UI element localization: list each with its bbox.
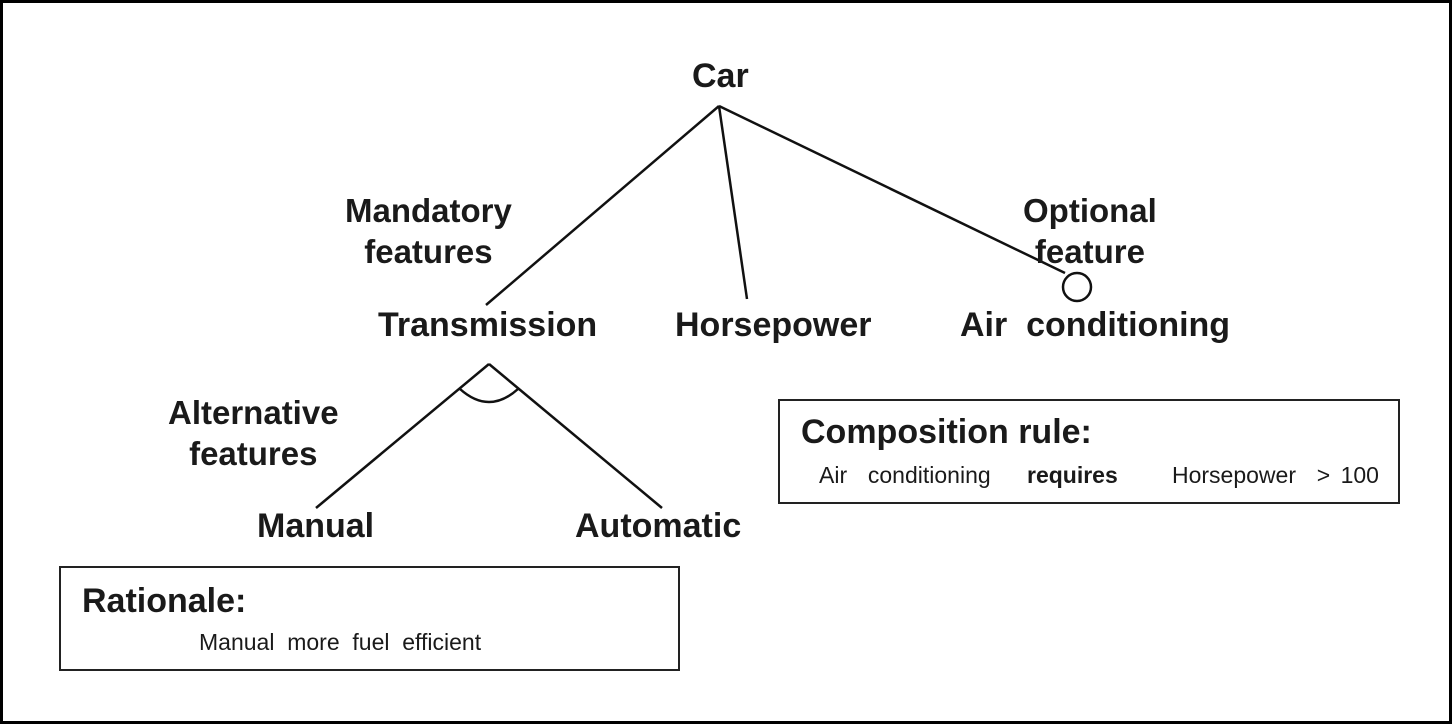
feature-tree-connectors bbox=[315, 104, 1093, 509]
edge-car-transmission bbox=[485, 105, 720, 306]
node-automatic: Automatic bbox=[575, 507, 742, 545]
alternative-line-1: Alternative bbox=[168, 394, 339, 431]
mandatory-line-1: Mandatory bbox=[345, 192, 512, 229]
node-horsepower: Horsepower bbox=[675, 306, 872, 344]
edge-car-air-conditioning bbox=[718, 104, 1066, 275]
node-manual: Manual bbox=[257, 507, 375, 545]
alternative-line-2: features bbox=[189, 435, 318, 472]
composition-rule-condition: Horsepower > 100 bbox=[1172, 462, 1379, 488]
rationale-box: Rationale: Manual more fuel efficient bbox=[59, 566, 680, 671]
edge-car-horsepower bbox=[717, 105, 749, 300]
edge-transmission-manual bbox=[315, 363, 490, 509]
optional-line-1: Optional bbox=[1023, 192, 1157, 229]
mandatory-line-2: features bbox=[364, 233, 493, 270]
rationale-text: Manual more fuel efficient bbox=[199, 629, 482, 655]
node-car: Car bbox=[692, 57, 749, 95]
optional-line-2: feature bbox=[1034, 233, 1145, 270]
rationale-title: Rationale: bbox=[82, 582, 247, 620]
composition-rule-relation: requires bbox=[1027, 462, 1118, 488]
composition-rule-box: Composition rule: Air conditioning requi… bbox=[778, 399, 1400, 504]
composition-rule-subject: Air conditioning bbox=[819, 462, 991, 488]
node-transmission: Transmission bbox=[378, 306, 598, 344]
optional-feature-label: Optional feature bbox=[1023, 190, 1157, 272]
mandatory-features-label: Mandatory features bbox=[345, 190, 512, 272]
edge-transmission-automatic bbox=[488, 363, 663, 509]
composition-rule-title: Composition rule: bbox=[801, 413, 1092, 451]
optional-marker-circle bbox=[1061, 271, 1093, 303]
alternative-features-label: Alternative features bbox=[168, 392, 339, 474]
alternative-arc bbox=[459, 388, 519, 404]
node-air-conditioning: Air conditioning bbox=[960, 306, 1231, 344]
